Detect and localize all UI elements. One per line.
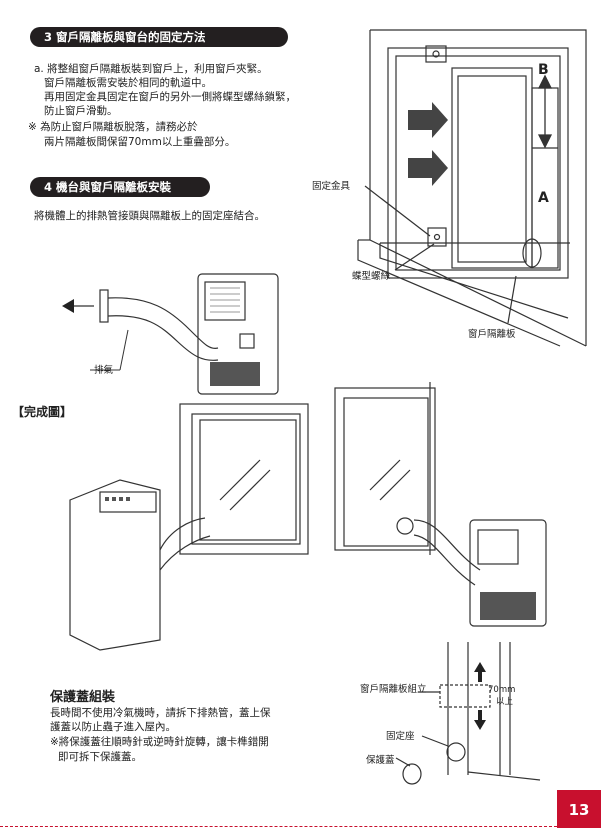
protect-cover-diagram xyxy=(395,642,541,785)
section-3-line-1: a. 將整組窗戶隔離板裝到窗戶上，利用窗戶夾緊。 xyxy=(34,63,268,75)
label-a: A xyxy=(538,190,549,206)
label-exhaust: 排氣 xyxy=(94,365,114,376)
label-panel-assembly: 窗戶隔離板組立 xyxy=(360,684,427,695)
protect-cover-line-1: 長時間不使用冷氣機時，請拆下排熱管，蓋上保 xyxy=(50,707,271,719)
section-3-line-3: 再用固定金具固定在窗戶的另外一側將蝶型螺絲鎖緊， xyxy=(44,91,296,103)
protect-cover-line-3: ※將保護蓋往順時針或逆時針旋轉，讓卡榫錯開 xyxy=(50,736,269,748)
section-4-line: 將機體上的排熱管接頭與隔離板上的固定座結合。 xyxy=(34,210,265,222)
unit-exhaust-diagram xyxy=(62,273,279,395)
protect-cover-line-2: 護蓋以防止蟲子進入屋內。 xyxy=(50,721,176,733)
window-install-diagram xyxy=(357,29,587,347)
section-3-line-2: 窗戶隔離板需安裝於相同的軌道中。 xyxy=(44,77,212,89)
label-window-panel: 窗戶隔離板 xyxy=(468,329,516,340)
label-protect-cover: 保護蓋 xyxy=(366,755,395,766)
label-70mm-above: 以上 xyxy=(496,697,514,707)
section-3-line-4: 防止窗戶滑動。 xyxy=(44,105,118,117)
label-mount-seat: 固定座 xyxy=(386,731,415,742)
label-70mm: 70mm xyxy=(488,685,516,695)
page-number: 13 xyxy=(557,790,601,828)
section-3-heading: 3 窗戶隔離板與窗台的固定方法 xyxy=(30,27,288,47)
label-b: B xyxy=(538,62,549,78)
protect-cover-line-4: 即可拆下保護蓋。 xyxy=(58,751,142,763)
label-butterfly-screw: 蝶型螺絲 xyxy=(352,271,391,282)
label-bracket: 固定金具 xyxy=(312,181,351,192)
section-3-line-5: ※ 為防止窗戶隔離板脫落，請務必於 xyxy=(28,121,198,133)
protect-cover-title: 保護蓋組裝 xyxy=(50,690,116,705)
completed-diagram-right xyxy=(334,382,547,627)
footer-dashed-line xyxy=(0,826,557,827)
completed-label: 【完成圖】 xyxy=(12,405,73,419)
section-3-line-6: 兩片隔離板間保留70mm以上重疊部分。 xyxy=(44,136,236,148)
completed-diagram-left xyxy=(69,403,309,651)
section-4-heading: 4 機台與窗戶隔離板安裝 xyxy=(30,177,210,197)
